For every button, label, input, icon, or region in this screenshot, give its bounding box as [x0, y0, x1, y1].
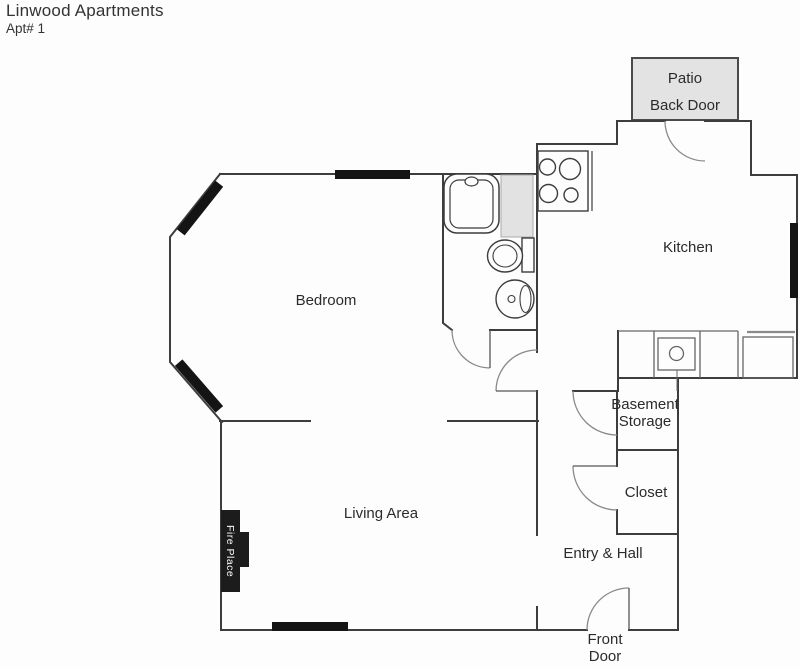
closet-label: Closet — [624, 484, 668, 501]
toilet — [486, 237, 535, 273]
refrigerator — [742, 330, 795, 379]
bathroom-counter — [500, 174, 534, 238]
bathroom-sink — [443, 173, 500, 234]
kitchen-counter — [618, 330, 739, 378]
bedroom-top-window — [335, 170, 410, 179]
front-door-label: Front Door — [587, 631, 623, 665]
closet-door-swing — [572, 465, 618, 511]
stove — [537, 150, 593, 212]
back-door-label: Back Door — [649, 97, 721, 114]
bay-window-upper — [176, 180, 224, 236]
living-area-label: Living Area — [343, 505, 419, 522]
kitchen-door-swing — [495, 349, 538, 392]
plan-title: Linwood Apartments — [6, 1, 164, 20]
walls — [169, 120, 798, 631]
basement-storage-label: Basement Storage — [611, 396, 679, 430]
basement-door-swing — [572, 390, 618, 436]
fireplace — [221, 510, 249, 592]
living-area-window — [272, 622, 348, 631]
entry-hall-label: Entry & Hall — [563, 545, 643, 562]
patio-label: Patio — [667, 70, 703, 87]
kitchen-window — [790, 223, 798, 298]
windows — [174, 170, 798, 631]
pedestal-sink — [495, 279, 535, 319]
bathroom-door-swing — [451, 329, 491, 369]
patio — [631, 57, 739, 121]
bedroom-label: Bedroom — [295, 292, 357, 309]
plan-subtitle: Apt# 1 — [6, 21, 46, 36]
kitchen-label: Kitchen — [662, 239, 714, 256]
counter-sink — [657, 337, 696, 391]
fire-place-label: Fire Place — [224, 524, 236, 578]
front-door-swing — [586, 587, 630, 631]
back-door-swing — [664, 120, 706, 162]
bay-window-lower — [174, 359, 224, 413]
doors — [451, 120, 706, 631]
